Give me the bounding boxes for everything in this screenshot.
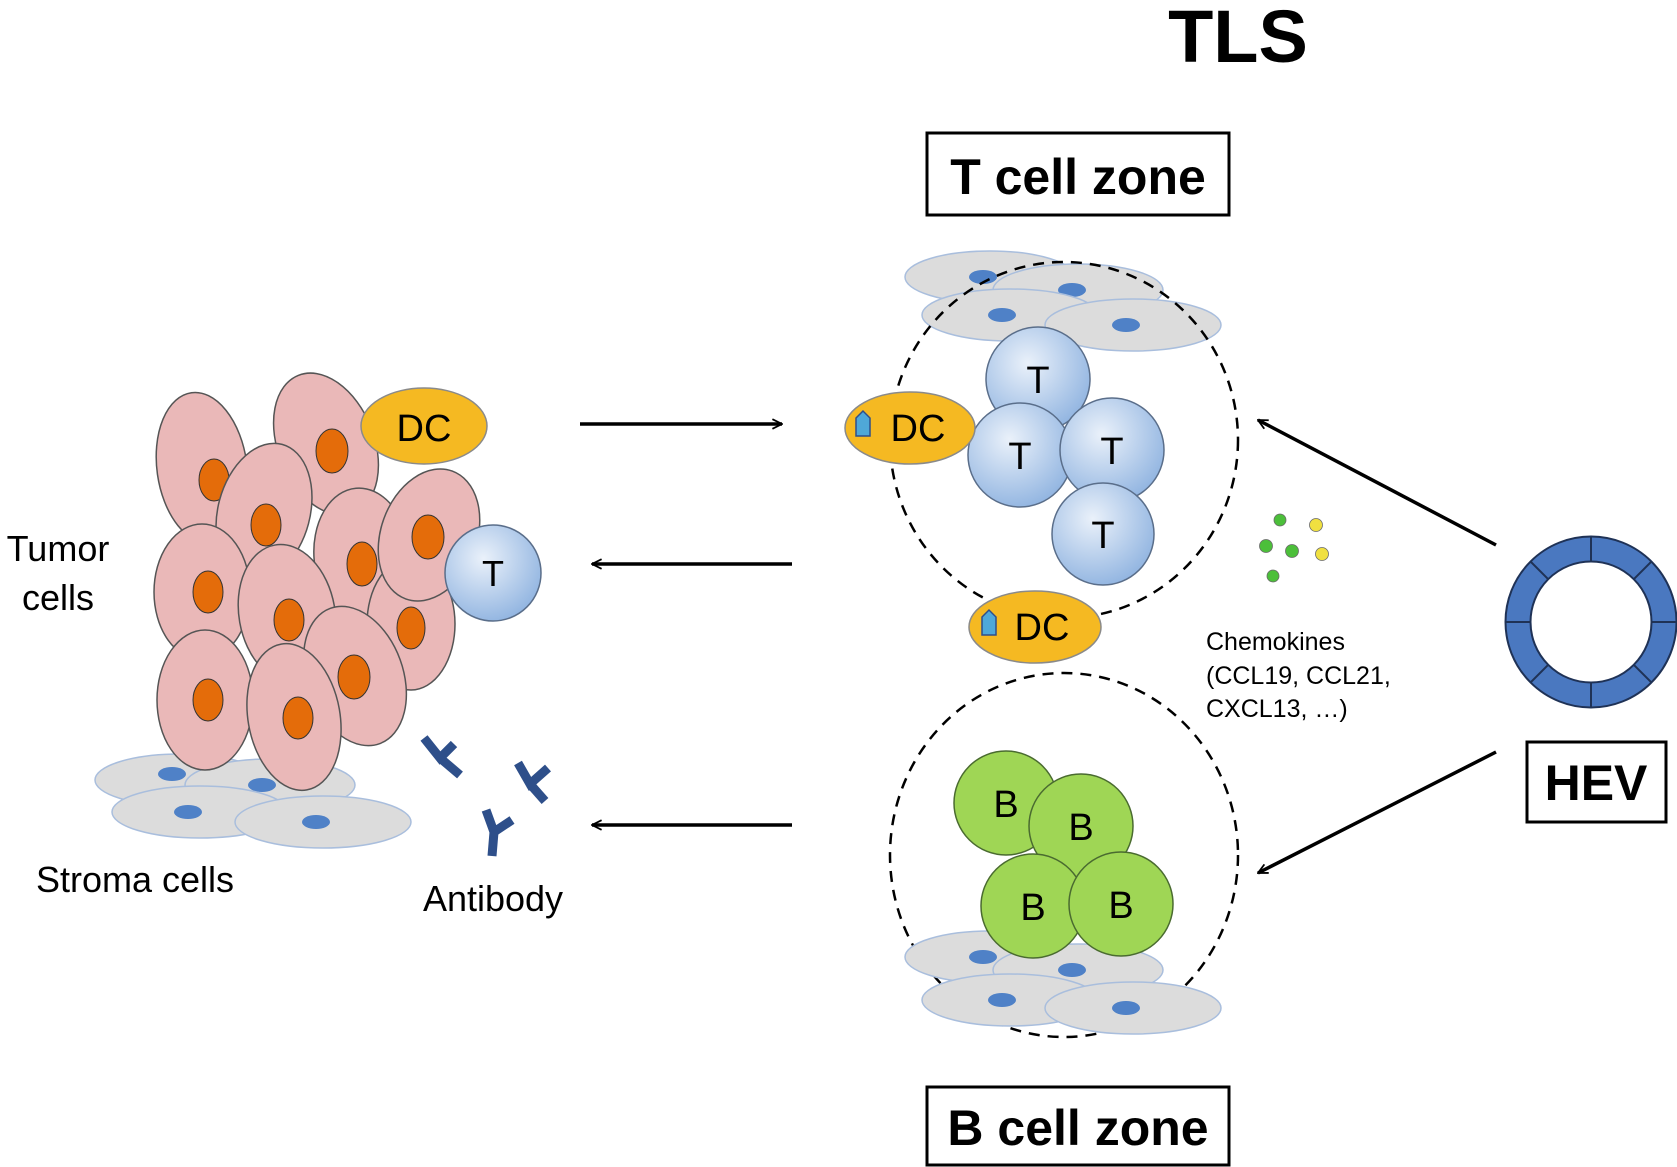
antibody-icon — [481, 808, 515, 857]
b-label: B — [1108, 885, 1133, 927]
stroma-cells-t-zone — [904, 250, 1222, 352]
stroma-cell — [234, 795, 412, 849]
antigen-icon — [855, 409, 871, 437]
b-label: B — [1068, 807, 1093, 849]
hev-label-box: HEV — [1525, 740, 1668, 824]
chemokines-line1: Chemokines — [1206, 628, 1345, 656]
b-cell: B — [1028, 773, 1134, 879]
tumor-cell — [153, 523, 251, 661]
stroma-cells-left — [94, 753, 412, 849]
b-cell: B — [1068, 851, 1174, 957]
dc-label: DC — [397, 408, 452, 450]
dc-label: DC — [1015, 607, 1070, 649]
hev-vessel — [1504, 535, 1677, 709]
t-cells-cluster: T T T T — [967, 326, 1165, 586]
stroma-cell — [1044, 298, 1222, 352]
b-cell-zone-label-box: B cell zone — [925, 1085, 1231, 1167]
hev-segments — [1505, 536, 1677, 708]
tumor-cell — [246, 642, 342, 792]
t-label: T — [1008, 436, 1031, 478]
chemokines-line3: CXCL13, …) — [1206, 695, 1348, 723]
dendritic-cell: DC — [360, 387, 488, 465]
dendritic-cell: DC — [844, 391, 976, 465]
t-label: T — [1100, 431, 1123, 473]
arrows-middle — [580, 424, 792, 825]
tumor-cells — [153, 372, 481, 792]
chemokine-dots — [1259, 513, 1329, 583]
dc-label: DC — [891, 408, 946, 450]
title: TLS — [1168, 0, 1308, 78]
b-zone-boundary — [888, 671, 1240, 1039]
antibody-label: Antibody — [423, 878, 563, 919]
t-cell: T — [1051, 482, 1155, 586]
t-cell: T — [444, 524, 542, 622]
dendritic-cell: DC — [968, 590, 1102, 664]
b-cell: B — [980, 853, 1086, 959]
arrow-hev-to-b-zone — [1258, 750, 1497, 875]
stroma-cell — [1044, 981, 1222, 1035]
b-label: B — [1020, 887, 1045, 929]
antibody-icons — [420, 735, 551, 857]
tumor-cell — [156, 629, 254, 771]
hev-label: HEV — [1545, 755, 1648, 811]
antibody-icon — [514, 760, 551, 804]
stroma-label: Stroma cells — [36, 859, 234, 900]
chemokine-dot — [1285, 544, 1299, 558]
chemokine-dot — [1266, 569, 1280, 583]
antigen-icon — [981, 608, 997, 636]
chemokine-dot — [1259, 539, 1273, 553]
b-cells-cluster: B B B B — [953, 750, 1174, 959]
b-zone-label: B cell zone — [947, 1100, 1208, 1156]
chemokine-dot — [1273, 513, 1287, 527]
b-label: B — [993, 784, 1018, 826]
chemokines-line2: (CCL19, CCL21, — [1206, 662, 1391, 690]
chemokine-dot — [1315, 547, 1329, 561]
t-label: T — [482, 553, 504, 594]
t-zone-label: T cell zone — [950, 149, 1206, 205]
tumor-label-line2: cells — [22, 577, 94, 618]
t-label: T — [1091, 515, 1114, 557]
t-label: T — [1026, 360, 1049, 402]
antibody-icon — [420, 735, 463, 779]
tumor-label-line1: Tumor — [7, 528, 110, 569]
t-cell: T — [967, 402, 1073, 508]
arrow-hev-to-t-zone — [1258, 418, 1497, 547]
arrows-hev — [1258, 418, 1497, 875]
chemokine-dot — [1309, 518, 1323, 532]
t-cell-zone-label-box: T cell zone — [925, 131, 1231, 217]
